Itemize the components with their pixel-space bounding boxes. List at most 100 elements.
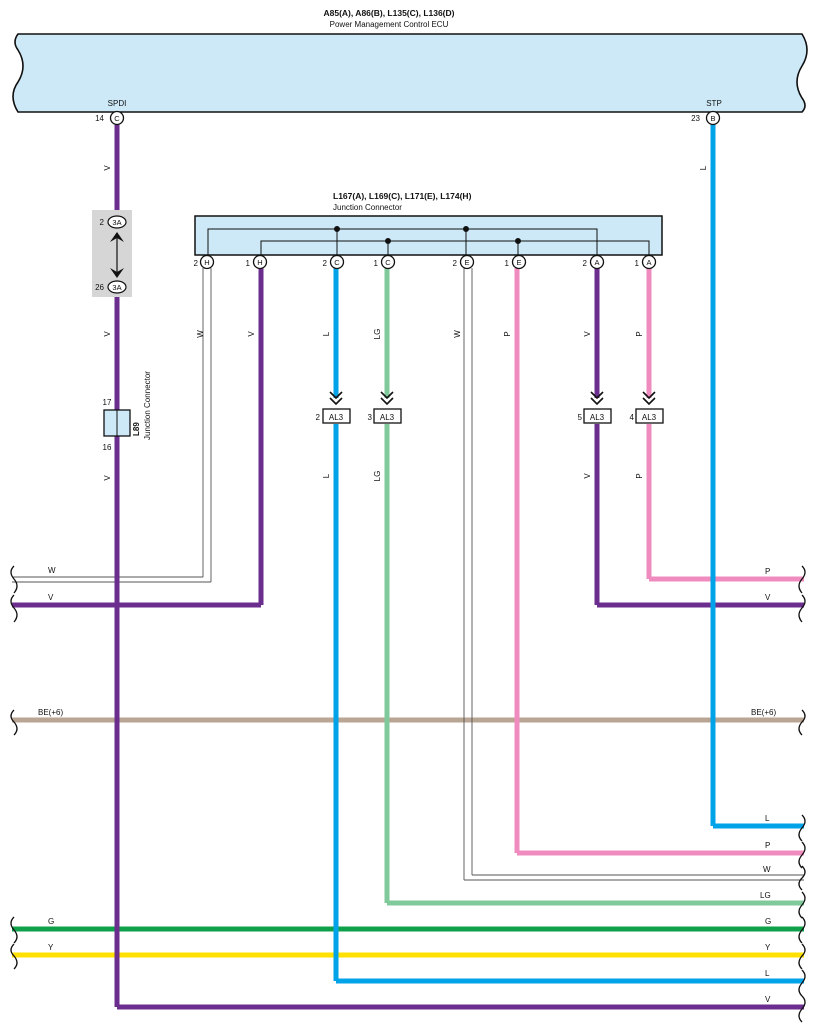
al3-connector-c2: 2 AL3	[316, 391, 351, 424]
junction-pin-h1: 1 H	[246, 254, 268, 270]
al3-connector-c1: 3 AL3	[368, 391, 402, 424]
ecu-pin-number: 23	[691, 114, 700, 123]
wire-label: P	[635, 473, 644, 478]
al3-pin-number: 2	[316, 413, 321, 422]
junction-pin-number: 2	[453, 259, 458, 268]
wire-label: V	[103, 475, 112, 481]
bus-break-markers	[10, 565, 806, 1023]
l89-name: Junction Connector	[143, 371, 152, 440]
junction-pin-c2: 2 C	[323, 254, 345, 270]
l89-pin-bottom: 16	[103, 443, 112, 452]
bus-label-right: LG	[760, 891, 771, 900]
break-right-v2	[798, 995, 806, 1023]
junction-connector-title: L167(A), L169(C), L171(E), L174(H)	[333, 191, 472, 201]
al3-pin-number: 5	[578, 413, 583, 422]
wire-label: LG	[373, 471, 382, 482]
bus-label-right: L	[765, 814, 770, 823]
wire-label: V	[583, 331, 592, 337]
break-right-g	[798, 916, 806, 944]
junction-pin-e2: 2 E	[453, 254, 475, 270]
break-left-v	[10, 594, 18, 623]
junction-pin-number: 1	[374, 259, 379, 268]
al3-conn: AL3	[590, 413, 605, 422]
junction-pin-conn: A	[594, 258, 599, 267]
al3-connector-a1: 4 AL3	[630, 391, 664, 424]
bus-label-right: P	[765, 841, 770, 850]
break-right-y	[798, 943, 806, 970]
break-right-l2	[798, 969, 806, 997]
break-right-w	[798, 865, 806, 891]
junction-pin-conn: E	[464, 258, 469, 267]
al3-conn: AL3	[380, 413, 395, 422]
inline-connector-3a: 2 3A 26 3A	[92, 210, 132, 297]
break-left-be	[10, 709, 18, 736]
ecu-connector-title: A85(A), A86(B), L135(C), L136(D)	[324, 8, 455, 18]
l89-pin-top: 17	[103, 398, 112, 407]
junction-pin-number: 1	[505, 259, 510, 268]
bus-label-right: G	[765, 917, 771, 926]
inline-3a-conn-bottom: 3A	[112, 283, 121, 292]
inline-3a-conn-top: 3A	[112, 218, 121, 227]
break-left-w	[10, 565, 18, 594]
break-right-p2	[798, 841, 806, 869]
bus-label-right: BE(+6)	[751, 708, 776, 717]
wire-label: V	[103, 165, 112, 171]
ecu-name: Power Management Control ECU	[330, 20, 449, 29]
ecu-pin-spdi: 14 C	[95, 110, 125, 126]
bus-label-right: V	[765, 593, 771, 602]
junction-internal-bus	[207, 226, 650, 256]
bus-label-left: W	[48, 566, 56, 575]
ecu-pin-conn: C	[114, 114, 120, 123]
ecu-pin-conn: B	[710, 114, 715, 123]
vertical-wires	[114, 125, 716, 1007]
bus-lines	[12, 576, 804, 1010]
junction-pin-number: 2	[583, 259, 588, 268]
bus-label-right: P	[765, 567, 770, 576]
break-right-p	[798, 565, 806, 594]
junction-pin-e1: 1 E	[505, 254, 527, 270]
al3-pin-number: 3	[368, 413, 373, 422]
junction-pin-a1: 1 A	[635, 254, 657, 270]
break-left-g	[10, 916, 18, 944]
junction-pin-conn: A	[646, 258, 651, 267]
junction-connector-name: Junction Connector	[333, 203, 402, 212]
ecu-pin-number: 14	[95, 114, 104, 123]
wire-label: L	[322, 473, 331, 478]
junction-pin-a2: 2 A	[583, 254, 605, 270]
junction-pin-c1: 1 C	[374, 254, 396, 270]
wire-label: W	[453, 330, 462, 338]
junction-pin-h2: 2 H	[194, 254, 215, 270]
junction-pin-conn: H	[257, 258, 262, 267]
junction-pin-number: 2	[323, 259, 328, 268]
ecu-pin-label-stp: STP	[706, 99, 722, 108]
l89-id: L89	[132, 422, 141, 436]
bus-label-right: W	[763, 865, 771, 874]
junction-pin-conn: C	[334, 258, 340, 267]
bus-label-right: L	[765, 969, 770, 978]
junction-pin-number: 1	[635, 259, 640, 268]
junction-pin-conn: E	[516, 258, 521, 267]
inline-3a-pin-bottom: 26	[95, 283, 104, 292]
bus-label-left: V	[48, 593, 54, 602]
al3-pin-number: 4	[630, 413, 635, 422]
l89-junction-connector: 17 16 L89 Junction Connector	[103, 371, 152, 452]
wire-label: L	[322, 331, 331, 336]
wire-label: L	[699, 165, 708, 170]
bus-label-right: Y	[765, 943, 771, 952]
ecu-body	[12, 33, 808, 113]
wire-label: V	[247, 331, 256, 337]
bus-labels: W V V P BE(+6) BE(+6) L P W LG G G Y Y L…	[38, 566, 776, 1004]
al3-conn: AL3	[642, 413, 657, 422]
junction-pin-number: 2	[194, 259, 199, 268]
ecu-pin-stp: 23 B	[691, 110, 721, 126]
wire-label: P	[635, 331, 644, 336]
junction-pin-number: 1	[246, 259, 251, 268]
junction-pin-conn: C	[385, 258, 391, 267]
wire-label: V	[103, 331, 112, 337]
junction-pin-conn: H	[204, 258, 209, 267]
bus-label-left: Y	[48, 943, 54, 952]
wire-label: P	[503, 331, 512, 336]
break-left-y	[10, 943, 18, 970]
al3-connector-a2: 5 AL3	[578, 391, 612, 424]
